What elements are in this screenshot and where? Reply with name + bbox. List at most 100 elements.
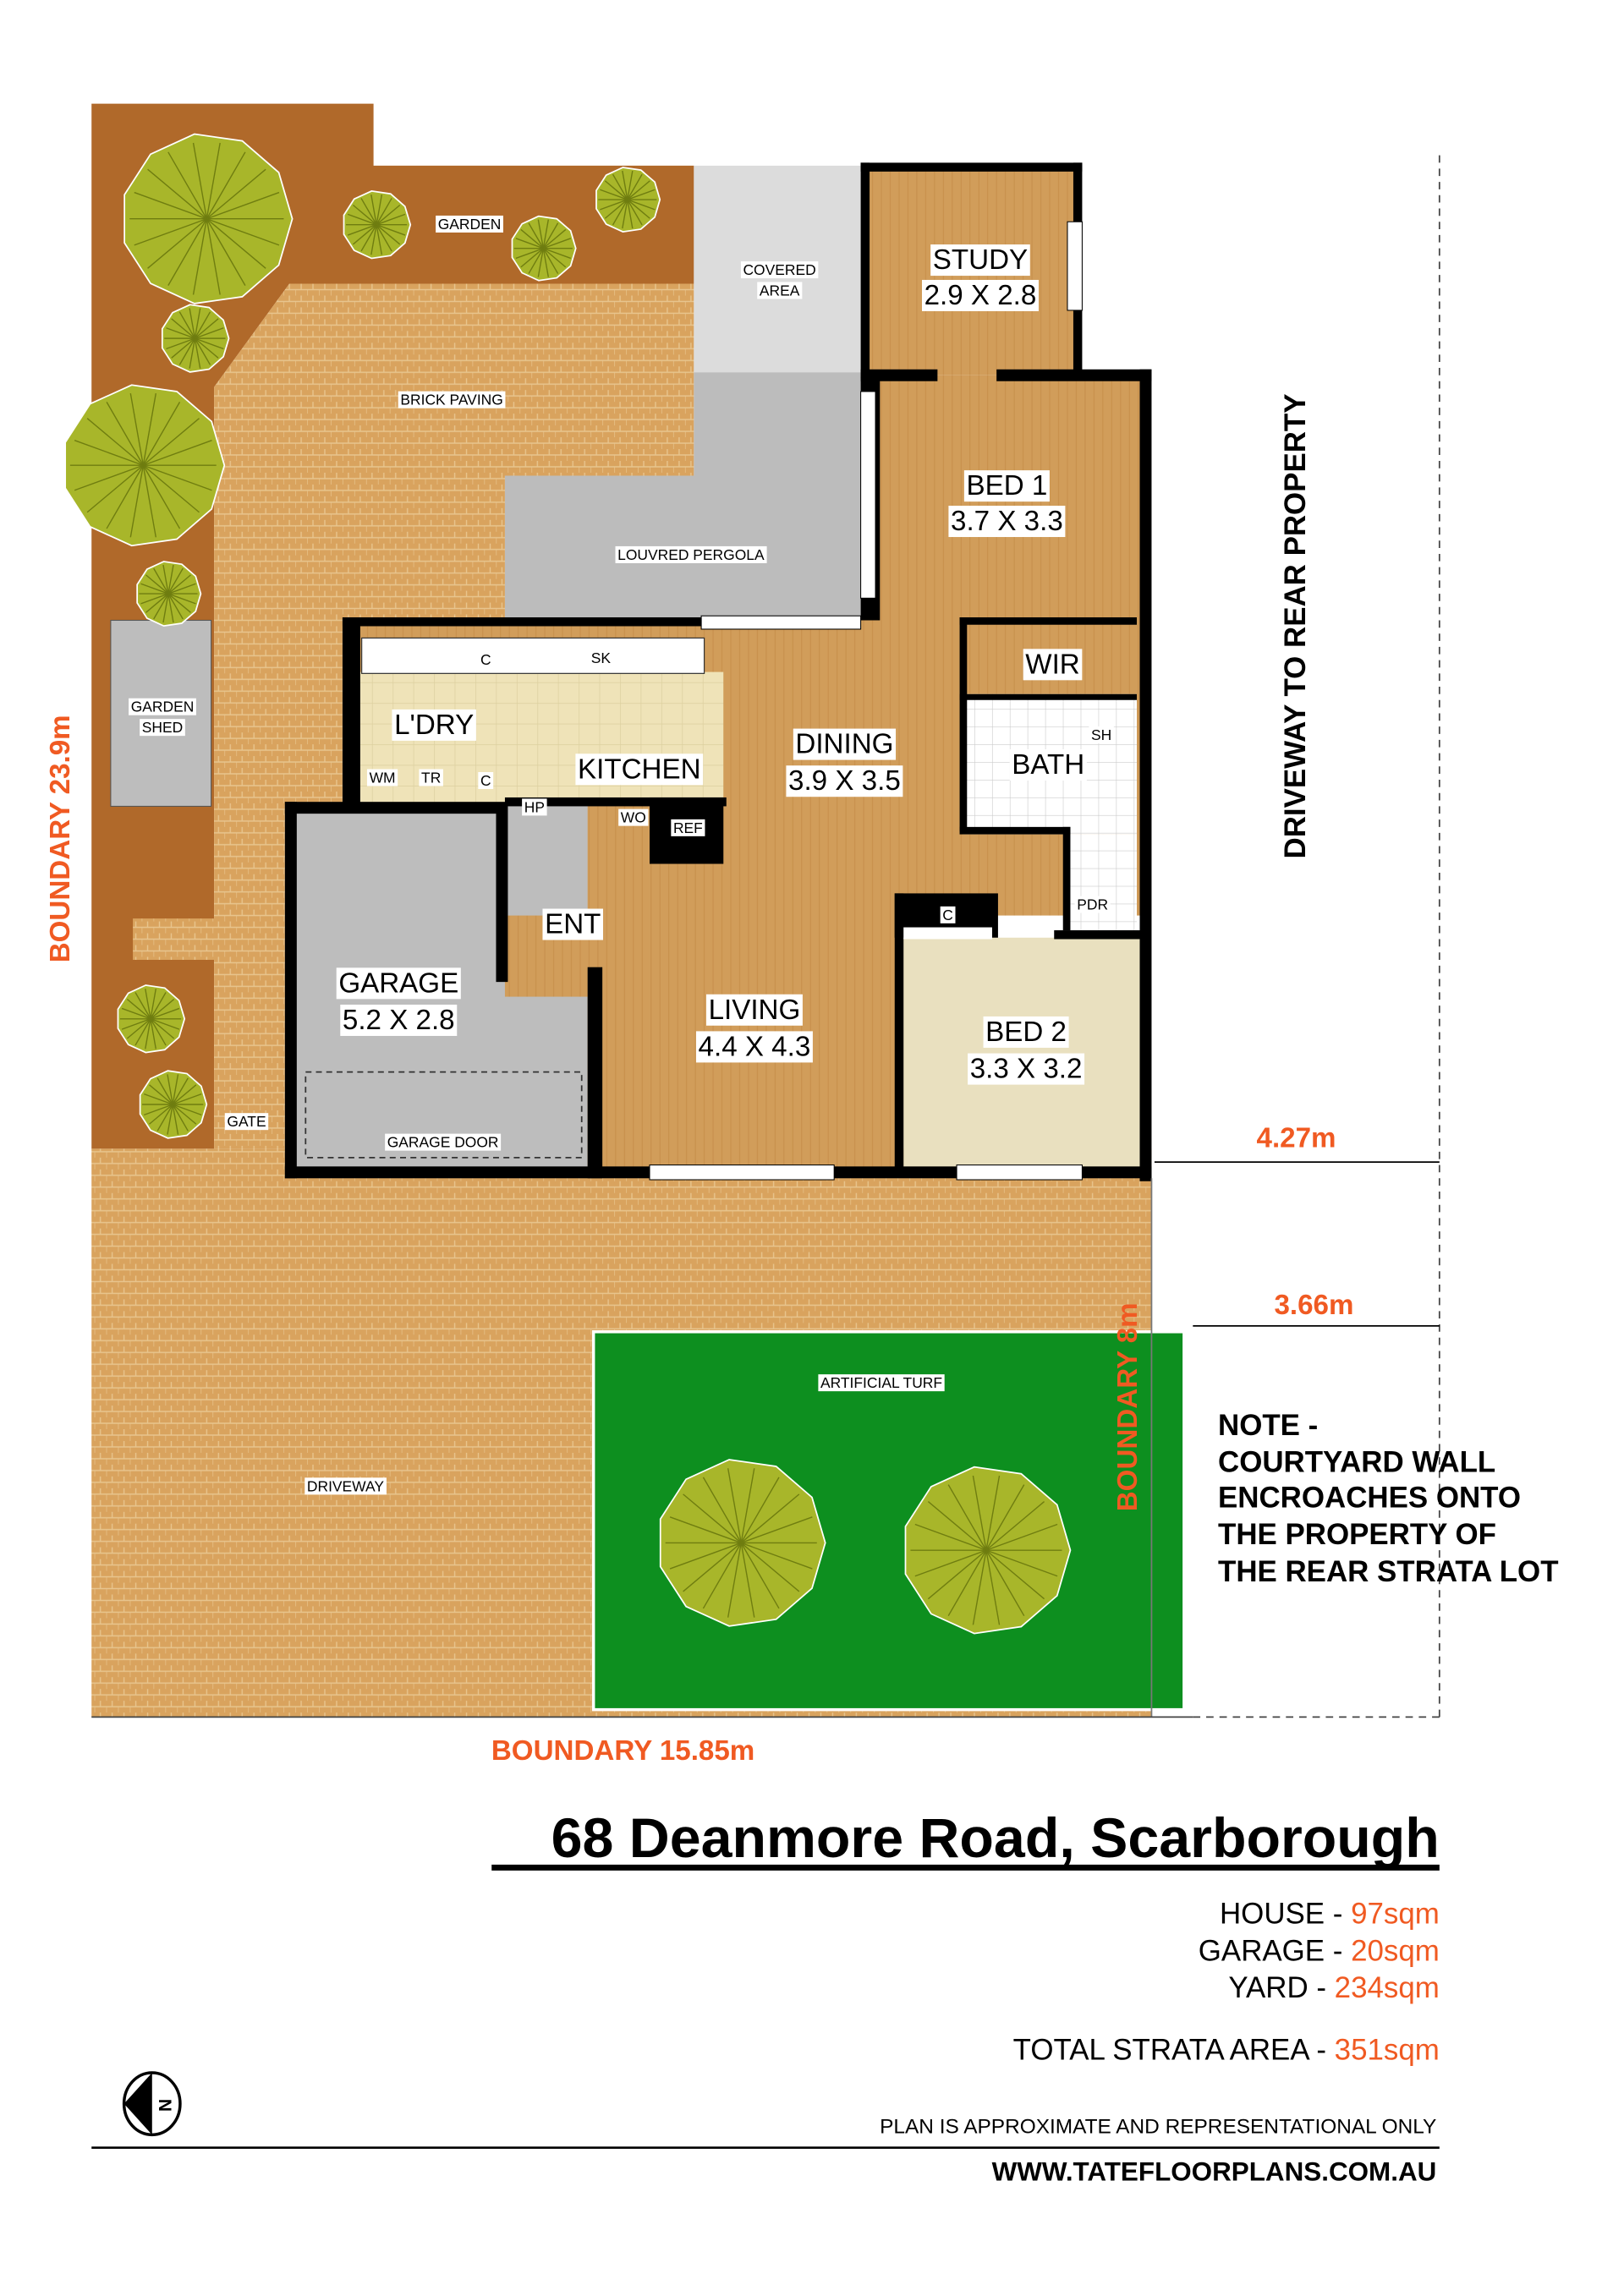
- label-powder-room: PDR: [1077, 896, 1108, 913]
- area-value: 20sqm: [1351, 1934, 1440, 1967]
- area-garage: GARAGE - 20sqm: [1199, 1934, 1440, 1967]
- label-background: [1009, 749, 1087, 781]
- label-background: [983, 1016, 1069, 1048]
- note-line: THE REAR STRATA LOT: [1218, 1555, 1559, 1588]
- label-background: [671, 819, 705, 836]
- label-background: [140, 719, 185, 737]
- label-garden-shed: GARDEN: [131, 699, 195, 715]
- bench: [361, 637, 705, 674]
- area-value: 234sqm: [1335, 1971, 1440, 2004]
- label-shower: SH: [1091, 726, 1111, 743]
- room-study-size: 2.9 X 2.8: [924, 280, 1037, 311]
- room-living-name: LIVING: [709, 995, 801, 1026]
- label-background: [940, 906, 956, 923]
- label-background: [436, 215, 503, 233]
- area-label: TOTAL STRATA AREA -: [1013, 2033, 1335, 2066]
- area-label: HOUSE -: [1220, 1898, 1351, 1931]
- label-background: [757, 282, 803, 299]
- tree-icon: [64, 384, 226, 547]
- label-driveway: DRIVEWAY: [307, 1477, 384, 1494]
- driveway-to-rear-label: DRIVEWAY TO REAR PROPERTY: [1279, 393, 1312, 858]
- label-background: [786, 765, 903, 797]
- label-background: [948, 506, 1066, 538]
- label-background: [793, 728, 897, 760]
- compass-icon: N: [122, 2071, 182, 2137]
- area-total: TOTAL STRATA AREA - 351sqm: [1013, 2033, 1440, 2066]
- note-line: ENCROACHES ONTO: [1218, 1482, 1521, 1515]
- label-background: [921, 279, 1039, 311]
- pdr-floor: [1066, 834, 1137, 931]
- label-washing-machine: WM: [370, 769, 396, 786]
- room-bed1-name: BED 1: [966, 470, 1047, 501]
- note-line: COURTYARD WALL: [1218, 1446, 1495, 1479]
- tree-icon: [161, 304, 230, 373]
- walls: [284, 162, 1152, 1181]
- room-bath-name: BATH: [1012, 749, 1084, 781]
- label-background: [695, 1031, 813, 1063]
- room-ldry-name: L'DRY: [394, 710, 474, 741]
- label-brick-paving: BRICK PAVING: [400, 392, 502, 408]
- label-background: [419, 769, 443, 786]
- window-pergola: [700, 615, 862, 630]
- label-background: [930, 244, 1030, 277]
- label-background: [968, 1053, 1085, 1085]
- label-background: [740, 261, 819, 279]
- label-louvred-pergola: LOUVRED PERGOLA: [617, 546, 765, 563]
- label-background: [615, 545, 767, 563]
- room-kitchen-name: KITCHEN: [578, 753, 701, 785]
- window-study: [1067, 221, 1083, 311]
- label-background: [589, 649, 614, 667]
- window-bed2: [956, 1164, 1083, 1181]
- label-background: [575, 753, 704, 786]
- note: NOTE - COURTYARD WALL ENCROACHES ONTO TH…: [1218, 1409, 1559, 1588]
- label-background: [366, 769, 398, 786]
- brick-paving: [133, 283, 694, 1149]
- tree-icon: [117, 984, 186, 1054]
- label-background: [705, 994, 803, 1026]
- tree-icon: [659, 1459, 826, 1627]
- label-background: [1089, 726, 1114, 743]
- tree-icon: [136, 561, 202, 627]
- label-background: [224, 1113, 269, 1131]
- label-background: [818, 1374, 945, 1392]
- label-covered-area-2: AREA: [760, 282, 800, 299]
- room-dining-size: 3.9 X 3.5: [788, 765, 901, 797]
- note-line: THE PROPERTY OF: [1218, 1518, 1496, 1551]
- room-bed2-size: 3.3 X 3.2: [970, 1054, 1083, 1085]
- room-bed2-name: BED 2: [985, 1016, 1067, 1048]
- boundary-right: BOUNDARY 8m: [1112, 1302, 1144, 1511]
- label-garden-shed-2: SHED: [142, 719, 183, 736]
- area-label: GARAGE -: [1199, 1934, 1351, 1967]
- label-background: [336, 967, 461, 1000]
- tree-icon: [511, 215, 577, 282]
- compass-letter: N: [156, 2099, 175, 2112]
- label-gate: GATE: [227, 1113, 266, 1130]
- tree-icon: [123, 133, 294, 304]
- label-background: [385, 1133, 502, 1151]
- tree-icon: [343, 190, 412, 260]
- label-c-bench: C: [480, 651, 491, 668]
- room-ent-name: ENT: [545, 909, 601, 940]
- label-background: [963, 470, 1050, 502]
- label-background: [1074, 896, 1111, 913]
- garage-door-outline: [304, 1071, 583, 1159]
- area-value: 97sqm: [1351, 1898, 1440, 1931]
- window-living: [649, 1164, 835, 1181]
- label-c-laundry: C: [480, 772, 491, 789]
- disclaimer: PLAN IS APPROXIMATE AND REPRESENTATIONAL…: [880, 2116, 1436, 2139]
- dim-lower-label: 3.66m: [1274, 1290, 1353, 1321]
- sliding-door-bed1: [860, 391, 876, 599]
- footer-divider: [91, 2146, 1440, 2149]
- area-summary: HOUSE - 97sqm GARAGE - 20sqm YARD - 234s…: [1013, 1898, 1440, 2067]
- label-background: [129, 698, 196, 715]
- website-link[interactable]: WWW.TATEFLOORPLANS.COM.AU: [992, 2156, 1437, 2186]
- dim-upper-label: 4.27m: [1257, 1123, 1336, 1154]
- room-garage-size: 5.2 X 2.8: [343, 1005, 455, 1036]
- label-background: [618, 808, 649, 826]
- boundary-bottom: BOUNDARY 15.85m: [491, 1735, 754, 1767]
- trees: [64, 133, 1072, 1635]
- page-title: 68 Deanmore Road, Scarborough: [551, 1807, 1440, 1870]
- boundary-left: BOUNDARY 23.9m: [45, 715, 76, 962]
- area-house: HOUSE - 97sqm: [1220, 1898, 1440, 1931]
